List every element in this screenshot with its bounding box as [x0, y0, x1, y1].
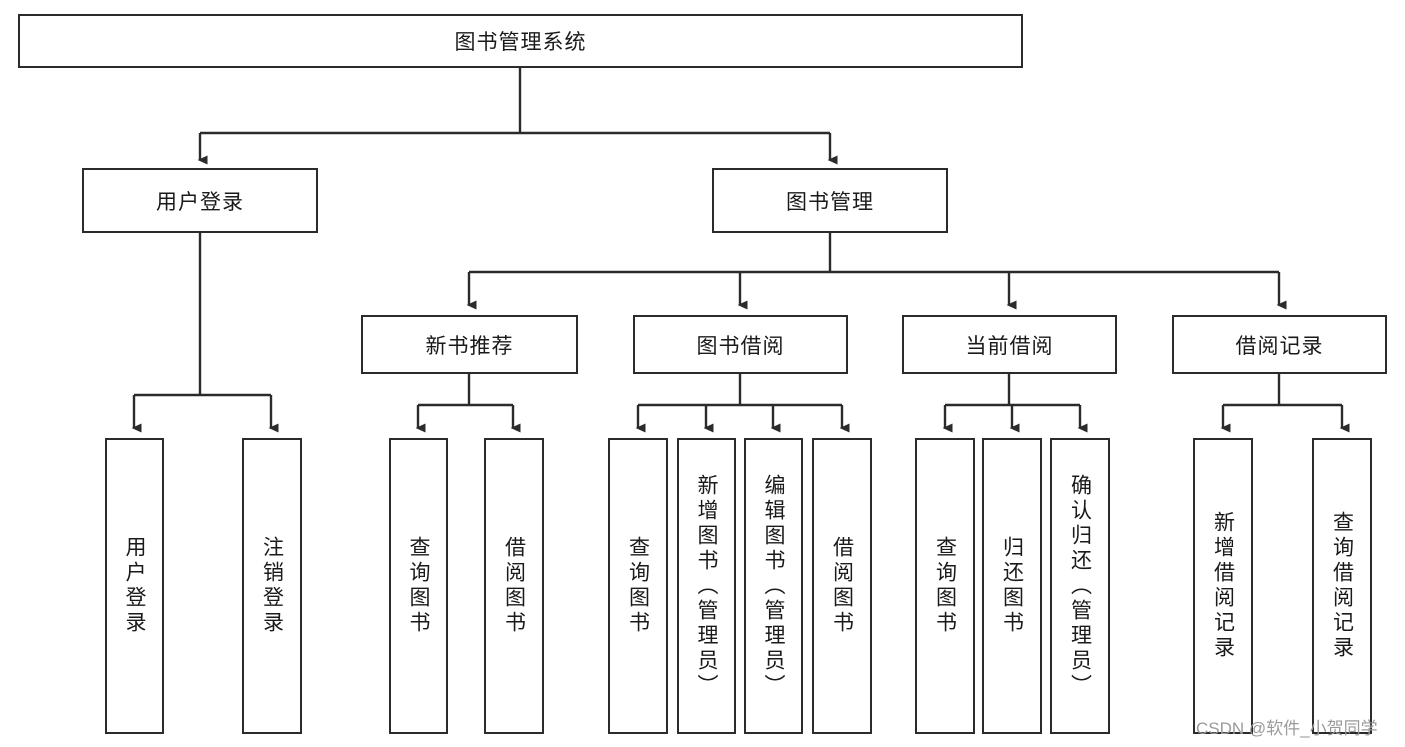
node-label: 用户登录: [156, 190, 244, 214]
node-user-login[interactable]: 用户登录: [82, 168, 318, 233]
node-label: 新增借阅记录: [1211, 511, 1235, 661]
node-leaf-return-book[interactable]: 归还图书: [982, 438, 1042, 734]
node-label: 新书推荐: [425, 334, 514, 358]
node-label: 当前借阅: [965, 334, 1054, 358]
node-leaf-edit-book-admin[interactable]: 编辑图书（管理员）: [744, 438, 803, 734]
node-label: 注销登录: [260, 536, 284, 636]
node-label: 借阅记录: [1235, 334, 1324, 358]
node-label: 查询图书: [407, 536, 430, 636]
node-label: 新增图书（管理员）: [695, 473, 718, 699]
node-leaf-query-borrow-record[interactable]: 查询借阅记录: [1312, 438, 1372, 734]
node-leaf-add-book-admin[interactable]: 新增图书（管理员）: [677, 438, 736, 734]
node-leaf-confirm-return-admin[interactable]: 确认归还（管理员）: [1050, 438, 1110, 734]
node-label: 编辑图书（管理员）: [762, 473, 785, 699]
node-root-system[interactable]: 图书管理系统: [18, 14, 1023, 68]
node-label: 确认归还（管理员）: [1068, 473, 1092, 699]
node-leaf-borrow-book-recommend[interactable]: 借阅图书: [484, 438, 544, 734]
node-leaf-query-book-recommend[interactable]: 查询图书: [389, 438, 448, 734]
csdn-watermark: CSDN @软件_小贺同学: [1196, 719, 1378, 738]
node-book-borrow[interactable]: 图书借阅: [633, 315, 848, 374]
node-label: 查询借阅记录: [1330, 511, 1354, 661]
node-current-borrow[interactable]: 当前借阅: [902, 315, 1117, 374]
node-leaf-user-login[interactable]: 用户登录: [105, 438, 164, 734]
node-leaf-query-book-borrow[interactable]: 查询图书: [608, 438, 668, 734]
node-label: 查询图书: [626, 536, 650, 636]
node-label: 查询图书: [933, 536, 957, 636]
node-borrow-record[interactable]: 借阅记录: [1172, 315, 1387, 374]
node-new-book-recommend[interactable]: 新书推荐: [361, 315, 578, 374]
node-label: 归还图书: [1000, 536, 1024, 636]
node-label: 借阅图书: [830, 536, 854, 636]
node-label: 用户登录: [123, 536, 146, 636]
node-leaf-borrow-book[interactable]: 借阅图书: [812, 438, 872, 734]
node-leaf-logout[interactable]: 注销登录: [242, 438, 302, 734]
node-leaf-query-book-current[interactable]: 查询图书: [915, 438, 975, 734]
node-label: 图书借阅: [696, 334, 785, 358]
node-leaf-add-borrow-record[interactable]: 新增借阅记录: [1193, 438, 1253, 734]
node-label: 图书管理: [786, 190, 874, 214]
node-book-management[interactable]: 图书管理: [712, 168, 948, 233]
node-label: 图书管理系统: [454, 31, 587, 54]
node-label: 借阅图书: [502, 536, 526, 636]
